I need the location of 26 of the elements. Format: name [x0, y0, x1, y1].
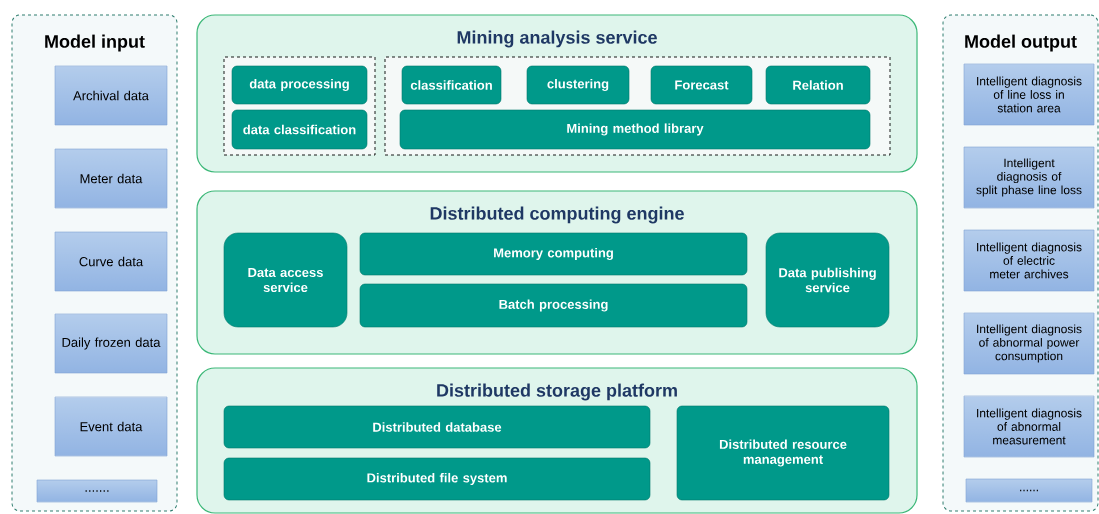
module-box: Distributed resource management [676, 405, 890, 501]
result-box: Intelligent diagnosis of abnormal power consumption [963, 312, 1095, 375]
module-box: classification [401, 65, 502, 105]
data-box: Curve data [54, 231, 168, 292]
result-box: Intelligent diagnosis of line loss in station area [963, 63, 1095, 126]
module-box: Relation [765, 65, 871, 105]
module-box: Distributed database [223, 405, 651, 449]
module-box: Data publishing service [765, 232, 890, 328]
module-box: Mining method library [399, 109, 871, 150]
data-box: Event data [54, 396, 168, 457]
data-box: Daily frozen data [54, 313, 168, 374]
module-box: clustering [526, 65, 630, 105]
module-box: Memory computing [359, 232, 748, 276]
data-box: Archival data [54, 65, 168, 126]
result-box: Intelligent diagnosis of abnormal measurement [963, 395, 1095, 458]
result-box: Intelligent diagnosis of electric meter archives [963, 229, 1095, 292]
result-box: Intelligent diagnosis of split phase line loss [963, 146, 1095, 209]
data-box: ....... [36, 479, 158, 503]
module-box: data classification [231, 109, 368, 150]
module-box: Forecast [650, 65, 753, 105]
result-box: ...... [965, 478, 1093, 503]
module-box: data processing [231, 65, 368, 105]
module-box: Batch processing [359, 283, 748, 328]
module-box: Data access service [223, 232, 348, 328]
module-box: Distributed file system [223, 457, 651, 501]
data-box: Meter data [54, 148, 168, 209]
